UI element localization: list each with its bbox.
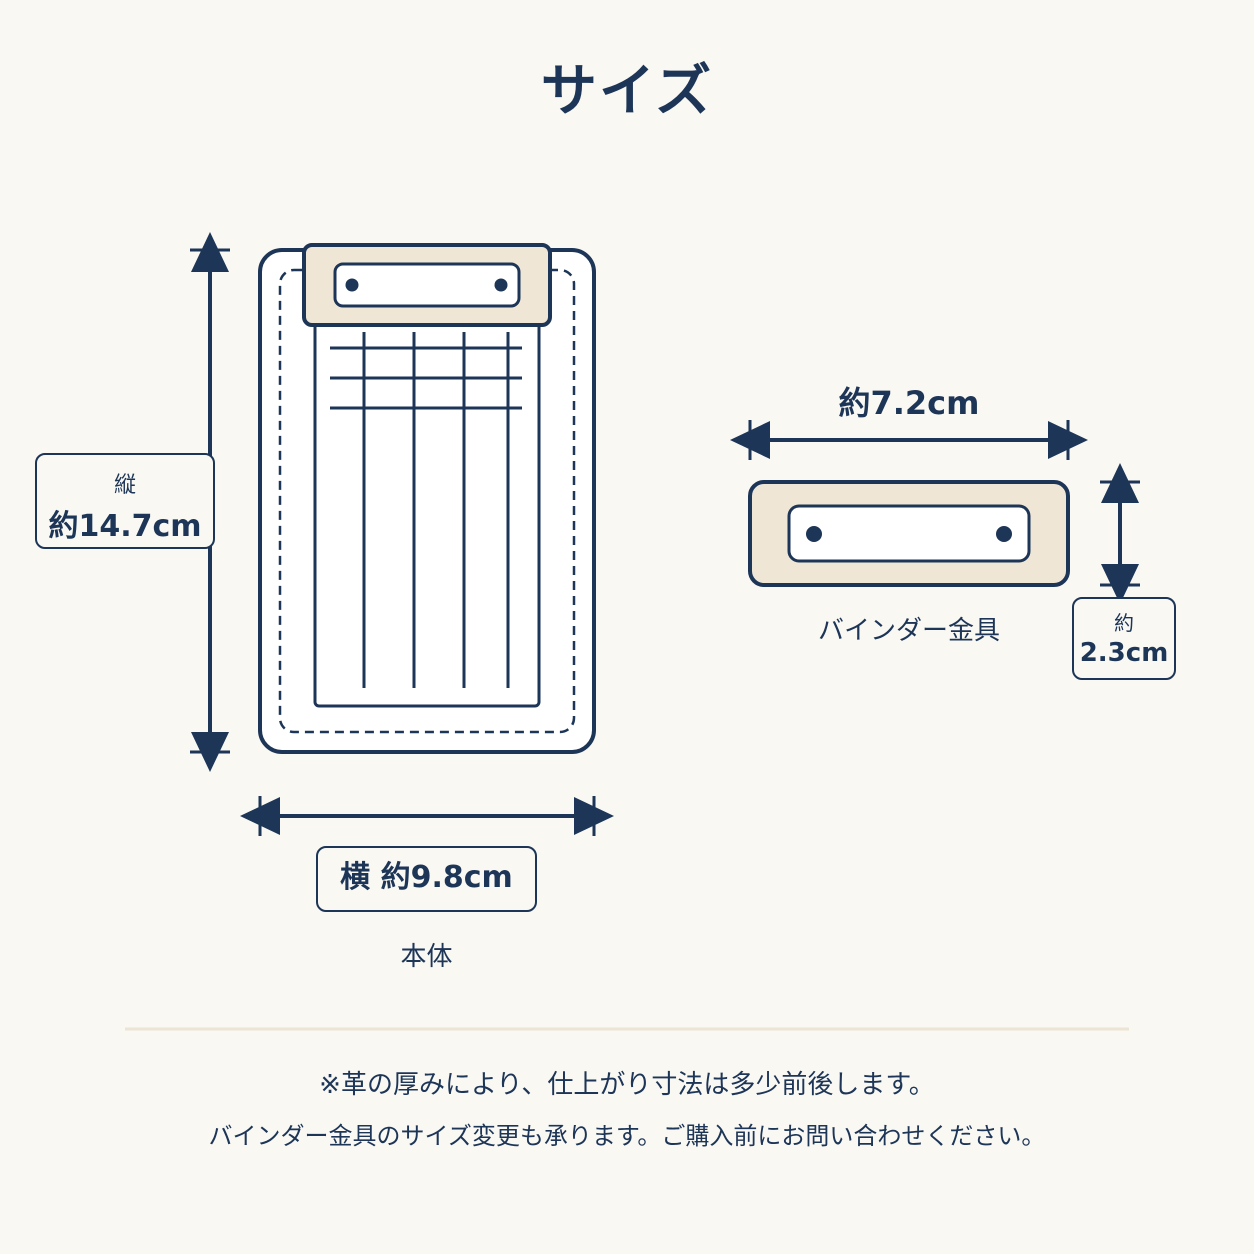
binder-height-label: 約 2.3cm	[1072, 597, 1176, 680]
body-height-label-value: 約14.7cm	[48, 509, 202, 544]
note-thickness: ※革の厚みにより、仕上がり寸法は多少前後します。	[319, 1070, 935, 1100]
body-width-arrow	[240, 796, 614, 836]
body-caption: 本体	[400, 942, 453, 972]
binder-height-label-top: 約	[1114, 611, 1134, 635]
body-stitching	[278, 268, 576, 734]
body-height-label: 縦 約14.7cm	[35, 453, 215, 549]
note-binder-change: バインダー金具のサイズ変更も承ります。ご購入前にお問い合わせください。	[208, 1122, 1046, 1150]
binder-height-label-value: 2.3cm	[1079, 638, 1169, 668]
binder-illustration	[748, 480, 1070, 587]
page-title: サイズ	[540, 59, 714, 124]
body-height-label-top: 縦	[113, 473, 136, 498]
binder-width-label: 約7.2cm	[838, 384, 980, 422]
binder-caption: バインダー金具	[817, 616, 1000, 646]
body-illustration	[258, 243, 596, 754]
binder-height-arrow	[1100, 463, 1140, 604]
notepad-sheet	[313, 316, 541, 708]
binder-width-arrow	[730, 420, 1088, 460]
body-width-label-value: 横 約9.8cm	[340, 860, 513, 895]
body-width-label: 横 約9.8cm	[316, 846, 537, 912]
notepad-grid	[330, 332, 522, 688]
body-binder-clip	[302, 243, 552, 327]
